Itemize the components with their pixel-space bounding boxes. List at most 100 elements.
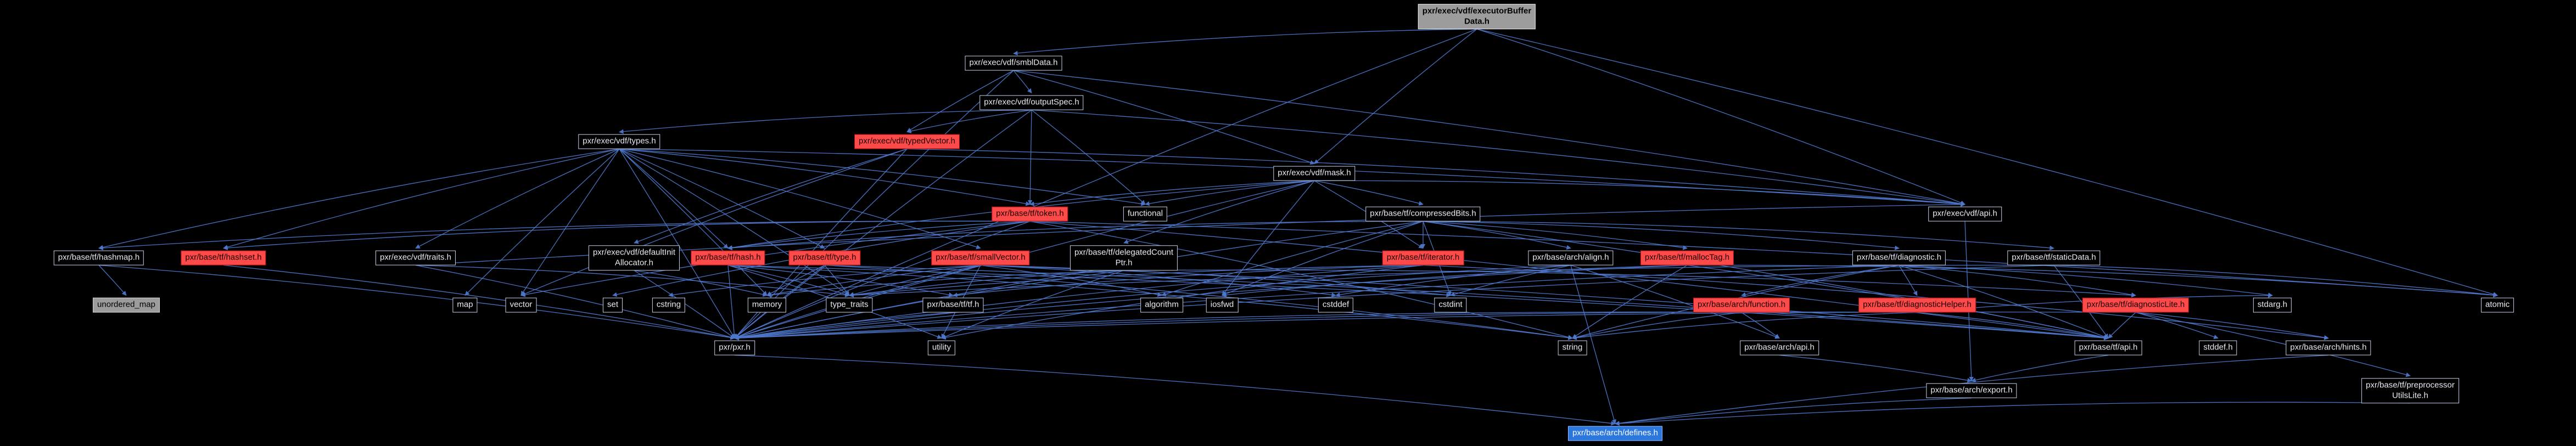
edge-archFunction-string <box>1572 312 1742 340</box>
edge-hash-tfApi <box>727 264 2109 341</box>
edge-types-type <box>619 148 825 249</box>
graph-node-hints[interactable]: pxr/base/arch/hints.h <box>2286 340 2371 355</box>
edge-diagnostic-archFunction <box>1741 264 1900 297</box>
graph-node-compressedBits[interactable]: pxr/base/tf/compressedBits.h <box>1365 206 1481 222</box>
graph-node-outputSpec[interactable]: pxr/exec/vdf/outputSpec.h <box>979 95 1084 110</box>
edge-smallVector-tfApi <box>980 264 2109 340</box>
edge-typedVector-vector <box>520 148 908 296</box>
edge-hashset-pxr <box>223 264 735 340</box>
edge-compressedBits-iosfwd <box>1222 221 1424 296</box>
edge-outputSpec-functional <box>1031 109 1146 205</box>
edge-executorBufferData-pxr <box>734 29 1477 339</box>
graph-node-diagnosticLite[interactable]: pxr/base/tf/diagnosticLite.h <box>2082 297 2189 313</box>
edge-diagnosticLite-tfApi <box>2108 312 2136 339</box>
edge-compressedBits-diagnostic <box>1423 221 1900 250</box>
graph-node-atomic[interactable]: atomic <box>2480 297 2515 313</box>
edge-staticData-atomic <box>2053 264 2498 297</box>
graph-node-diagnostic[interactable]: pxr/base/tf/diagnostic.h <box>1852 250 1946 266</box>
edge-type-tfApi <box>824 264 2109 341</box>
graph-node-memory[interactable]: memory <box>747 297 787 313</box>
edge-staticData-type_traits <box>849 264 2054 298</box>
graph-node-type[interactable]: pxr/base/tf/type.h <box>788 250 861 266</box>
edge-diagnosticHelper-string <box>1572 312 1918 340</box>
graph-node-hashset[interactable]: pxr/base/tf/hashset.h <box>181 250 266 266</box>
graph-node-cstring[interactable]: cstring <box>652 297 686 313</box>
graph-node-pxr[interactable]: pxr/pxr.h <box>714 340 755 355</box>
graph-node-cstddef[interactable]: cstddef <box>1318 297 1354 313</box>
graph-node-defaultInitAllocator[interactable]: pxr/exec/vdf/defaultInit Allocator.h <box>588 245 680 270</box>
graph-node-smallVector[interactable]: pxr/base/tf/smallVector.h <box>931 250 1030 266</box>
graph-node-staticData[interactable]: pxr/base/tf/staticData.h <box>2007 250 2101 266</box>
edge-mask-iosfwd <box>1222 180 1315 296</box>
edge-smblData-vdfApi <box>1013 70 1965 206</box>
graph-node-traits[interactable]: pxr/exec/vdf/traits.h <box>375 250 456 266</box>
graph-node-delegatedCountPtr[interactable]: pxr/base/tf/delegatedCount Ptr.h <box>1069 245 1178 270</box>
edge-hashmap-pxr <box>98 264 735 340</box>
graph-node-mallocTag[interactable]: pxr/base/tf/mallocTag.h <box>1640 250 1734 266</box>
edge-hints-defines <box>1615 354 2329 426</box>
graph-node-vector[interactable]: vector <box>505 297 537 313</box>
graph-node-defines[interactable]: pxr/base/arch/defines.h <box>1568 426 1662 441</box>
edge-diagnostic-stdarg <box>1899 264 2273 297</box>
edge-types-traits <box>415 148 620 249</box>
edge-pxr-defines <box>734 354 1616 426</box>
edge-types-vector <box>520 149 620 296</box>
graph-node-set[interactable]: set <box>602 297 623 313</box>
edge-smallVector-memory <box>766 264 981 297</box>
edge-align-defines <box>1570 265 1617 425</box>
graph-node-executorBufferData[interactable]: pxr/exec/vdf/executorBuffer Data.h <box>1418 4 1536 29</box>
edge-typedVector-vdfApi <box>906 148 1965 207</box>
graph-node-smblData[interactable]: pxr/exec/vdf/smblData.h <box>965 55 1062 71</box>
graph-node-unordered_map[interactable]: unordered_map <box>93 297 160 313</box>
graph-node-type_traits[interactable]: type_traits <box>826 297 873 313</box>
edge-types-hashmap <box>98 148 620 250</box>
graph-node-align[interactable]: pxr/base/arch/align.h <box>1528 250 1614 266</box>
graph-node-iosfwd[interactable]: iosfwd <box>1206 297 1239 313</box>
edge-traits-type_traits <box>415 264 850 297</box>
edge-mask-token <box>1029 180 1315 206</box>
edge-delegatedCountPtr-utility <box>941 270 1124 339</box>
graph-node-tf[interactable]: pxr/base/tf/tf.h <box>922 297 984 313</box>
edge-mask-vdfApi <box>1314 180 1965 207</box>
graph-node-stdarg[interactable]: stdarg.h <box>2253 297 2292 313</box>
edge-mallocTag-iosfwd <box>1222 264 1688 297</box>
graph-node-iterator[interactable]: pxr/base/tf/iterator.h <box>1382 250 1464 266</box>
graph-node-map[interactable]: map <box>452 297 478 313</box>
graph-node-hashmap[interactable]: pxr/base/tf/hashmap.h <box>53 250 144 266</box>
graph-node-archApi[interactable]: pxr/base/arch/api.h <box>1740 340 1819 355</box>
graph-node-functional[interactable]: functional <box>1123 206 1168 222</box>
graph-node-hash[interactable]: pxr/base/tf/hash.h <box>691 250 765 266</box>
edge-compressedBits-algorithm <box>1161 221 1424 297</box>
edge-diagnosticLite-preprocessorUtilsLite <box>2135 312 2411 377</box>
graph-node-cstdint[interactable]: cstdint <box>1434 297 1467 313</box>
graph-node-mask[interactable]: pxr/exec/vdf/mask.h <box>1273 166 1356 181</box>
edge-types-hash <box>619 149 729 249</box>
graph-node-types[interactable]: pxr/exec/vdf/types.h <box>578 134 660 149</box>
edge-diagnosticLite-stddef <box>2135 312 2219 339</box>
edge-tfApi-archExport <box>1971 354 2109 382</box>
edge-token-tfApi <box>1029 221 2109 340</box>
edge-token-atomic <box>1029 221 2498 298</box>
graph-node-string[interactable]: string <box>1558 340 1587 355</box>
edge-outputSpec-types <box>619 109 1032 134</box>
graph-node-archExport[interactable]: pxr/base/arch/export.h <box>1926 383 2017 398</box>
graph-node-tfApi[interactable]: pxr/base/tf/api.h <box>2074 340 2142 355</box>
graph-node-token[interactable]: pxr/base/tf/token.h <box>992 206 1068 222</box>
edge-mallocTag-atomic <box>1687 264 2498 298</box>
graph-node-utility[interactable]: utility <box>927 340 956 355</box>
graph-node-typedVector[interactable]: pxr/exec/vdf/typedVector.h <box>854 134 960 149</box>
edge-token-vector <box>520 221 1031 297</box>
edge-types-memory <box>619 149 768 296</box>
graph-node-vdfApi[interactable]: pxr/exec/vdf/api.h <box>1928 206 2002 222</box>
edge-delegatedCountPtr-type_traits <box>849 270 1124 297</box>
edge-mallocTag-pxr <box>734 264 1688 340</box>
graph-node-stddef[interactable]: stddef.h <box>2199 340 2237 355</box>
graph-node-algorithm[interactable]: algorithm <box>1140 297 1183 313</box>
edge-smallVector-type_traits <box>849 264 981 297</box>
graph-node-preprocessorUtilsLite[interactable]: pxr/base/tf/preprocessor UtilsLite.h <box>2361 378 2459 403</box>
graph-node-archFunction[interactable]: pxr/base/arch/function.h <box>1693 297 1790 313</box>
edge-diagnostic-tfApi <box>1899 264 2109 339</box>
graph-node-diagnosticHelper[interactable]: pxr/base/tf/diagnosticHelper.h <box>1858 297 1976 313</box>
edge-token-hashset <box>223 221 1031 251</box>
